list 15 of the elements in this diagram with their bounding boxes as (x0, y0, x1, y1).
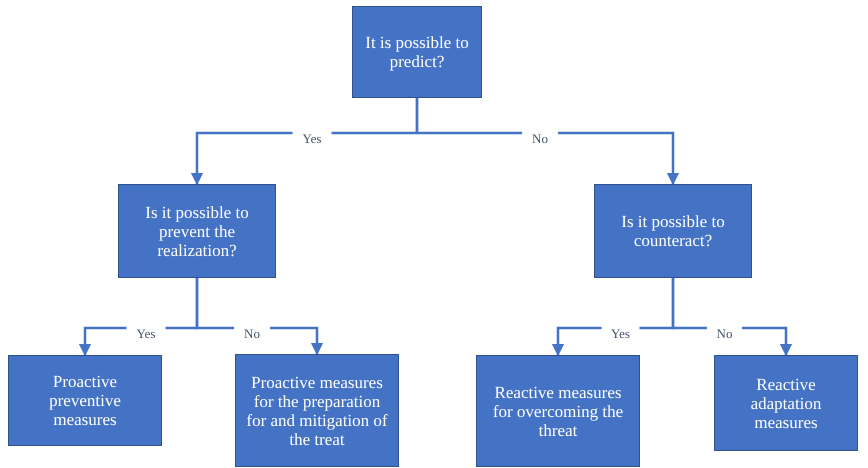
box-text: Is it possible to counteract? (620, 212, 726, 250)
arrow (416, 98, 680, 186)
process-box (594, 184, 752, 278)
box-text: Reactive measures for overcoming the threat (492, 382, 624, 440)
process-box (476, 355, 640, 467)
box-text: It is possible to predict? (364, 33, 470, 71)
process-box (8, 355, 162, 446)
process-box (235, 354, 399, 467)
box-text: Is it possible to prevent the realization? (144, 202, 250, 260)
box-text: Proactive preventive measures (48, 372, 122, 429)
process-box (714, 355, 858, 451)
box-text: Proactive measures for the preparation for and mitigation of the treat (245, 372, 389, 448)
process-box (118, 184, 276, 278)
box-text: Reactive adaptation measures (750, 374, 822, 432)
process-box (352, 6, 482, 98)
